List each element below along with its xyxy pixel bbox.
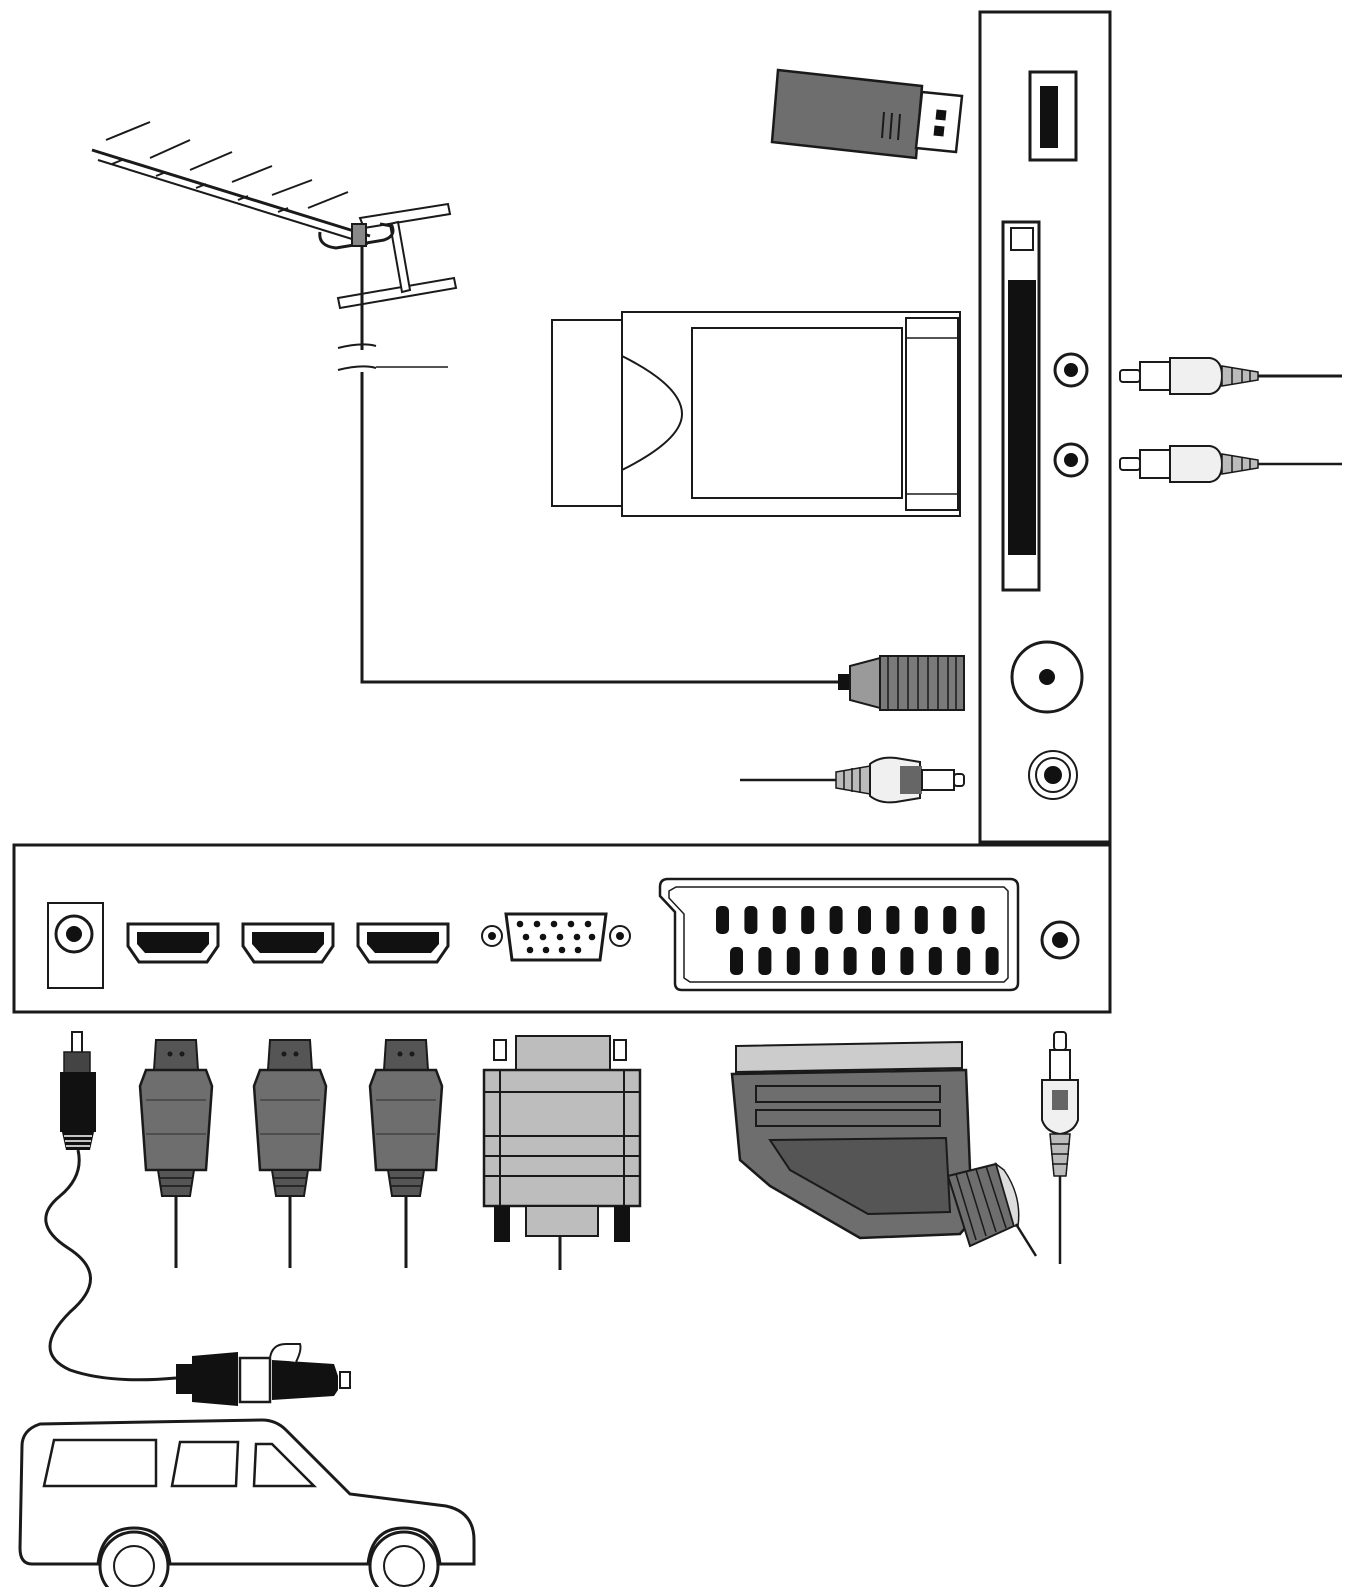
scart-pin [843, 947, 857, 975]
side-rca-jack[interactable] [1028, 750, 1078, 800]
rf-antenna-input[interactable] [1010, 640, 1084, 714]
rca-audio-out-left[interactable] [1053, 352, 1089, 388]
scart-pin [971, 906, 985, 934]
rca-plug-audio-right [1119, 445, 1342, 483]
scart-pin [829, 906, 843, 934]
rca-plug-side [740, 756, 965, 804]
scart-pin [985, 947, 999, 975]
rca-plug-bottom [1041, 1031, 1079, 1264]
bottom-rca-jack[interactable] [1040, 920, 1080, 960]
scart-pin [957, 947, 971, 975]
scart-pin [858, 906, 871, 934]
side-panel [978, 10, 1112, 844]
rca-plug-audio-left [1119, 357, 1342, 395]
rca-audio-out-right[interactable] [1053, 442, 1089, 478]
scart-pin [886, 906, 900, 934]
scart-pin [730, 947, 743, 975]
scart-pin [900, 947, 914, 975]
usb-port[interactable] [1028, 70, 1078, 162]
hdmi-plug-3 [368, 1039, 444, 1268]
ci-module [551, 311, 961, 517]
hdmi-port-3[interactable] [356, 922, 450, 964]
car-adapter [176, 1343, 351, 1406]
car [18, 1418, 476, 1592]
scart-plug [730, 1040, 1038, 1257]
bottom-panel [12, 843, 1112, 1014]
vga-plug [482, 1035, 642, 1270]
scart-pin [744, 906, 758, 934]
scart-pin [758, 947, 772, 975]
hdmi-port-2[interactable] [241, 922, 335, 964]
scart-pin [772, 906, 786, 934]
scart-pin [786, 947, 800, 975]
scart-pin [815, 947, 829, 975]
vga-port[interactable] [481, 912, 631, 962]
scart-pin [872, 947, 885, 975]
dc-plug [44, 1031, 177, 1382]
hdmi-plug-1 [138, 1039, 214, 1268]
ci-card-slot[interactable] [1001, 220, 1041, 592]
hdmi-plug-2 [252, 1039, 328, 1268]
rf-coax-plug [838, 655, 965, 711]
scart-port[interactable] [658, 877, 1020, 992]
hdmi-port-1[interactable] [126, 922, 220, 964]
dc-power-jack[interactable] [47, 902, 104, 989]
antenna [91, 121, 840, 684]
hdmi-plugs [138, 1039, 444, 1268]
scart-pin [716, 906, 729, 934]
scart-pin [801, 906, 815, 934]
scart-pin [914, 906, 928, 934]
usb-stick [770, 68, 964, 160]
scart-pin [928, 947, 942, 975]
scart-pin [943, 906, 957, 934]
